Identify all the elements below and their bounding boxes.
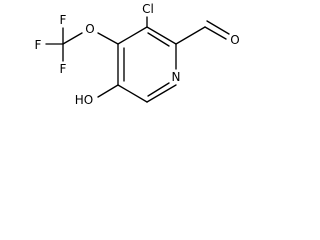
fluorine-left-label: F [35,38,42,52]
atom-labels: Cl O O N HO F F F [35,2,240,107]
inner-double-bond-n1-c6 [147,82,170,97]
aldehyde-oxygen-label: O [230,33,239,47]
pyridine-ring [117,26,177,103]
fluorine-top-label: F [60,13,67,27]
bond-o-cf3 [62,32,83,45]
bond-c3-c2 [146,26,177,45]
chemical-structure-diagram: Cl O O N HO F F F [35,2,240,107]
chlorine-label: Cl [142,2,154,16]
bond-c4-o [97,32,119,45]
substituent-bonds [45,16,230,98]
ring-nitrogen-label: N [172,70,181,84]
bond-c5-oh [97,84,119,98]
aldehyde-double-bond-a [204,26,227,40]
bond-n1-c6 [146,84,177,103]
inner-double-bond-c3-c2 [147,32,170,47]
fluorine-bottom-label: F [60,62,67,76]
bond-c6-c5 [117,84,148,103]
bond-c2-cho [175,26,206,45]
ether-oxygen-label: O [85,22,94,36]
aldehyde-double-bond-b [206,20,230,35]
hydroxyl-label: HO [75,93,93,107]
bond-c4-c3 [117,26,148,45]
